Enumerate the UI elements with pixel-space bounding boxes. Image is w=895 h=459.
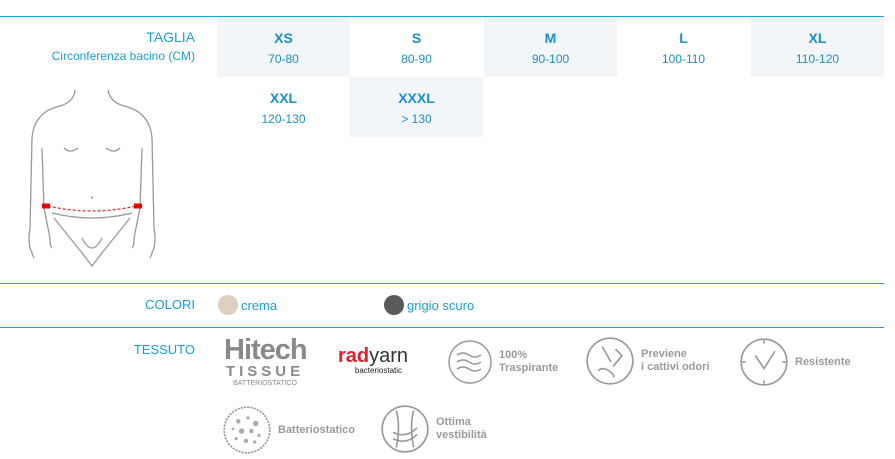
size-label: TAGLIA — [146, 29, 195, 45]
radyarn-logo: radyarn bacteriostatic — [338, 345, 409, 375]
fit-icon — [381, 405, 429, 453]
color-name-grigio-scuro: grigio scuro — [407, 298, 475, 313]
divider — [0, 16, 884, 17]
feature-resistant: Resistente — [739, 337, 851, 387]
color-name-crema: crema — [241, 298, 278, 313]
breathable-icon — [448, 340, 492, 384]
size-cell-xxxl: XXXL> 130 — [350, 77, 483, 137]
odor-icon — [586, 337, 634, 385]
color-swatch-grigio-scuro[interactable] — [384, 295, 404, 315]
feature-bacteriostatic: Batteriostatico — [222, 405, 355, 455]
clock-icon — [740, 338, 788, 386]
size-sublabel: Circonferenza bacino (CM) — [51, 49, 195, 63]
body-measure-illustration — [28, 89, 156, 268]
hitech-tissue-logo: Hitech TISSUE BATTERIOSTATICO — [224, 334, 308, 388]
feature-breathable: 100%Traspirante — [447, 339, 558, 385]
divider — [0, 327, 884, 328]
color-swatch-crema[interactable] — [218, 295, 238, 315]
bacteria-icon — [223, 406, 271, 454]
fabric-label: TESSUTO — [133, 342, 195, 357]
colors-label: COLORI — [145, 297, 195, 312]
divider — [0, 283, 884, 284]
